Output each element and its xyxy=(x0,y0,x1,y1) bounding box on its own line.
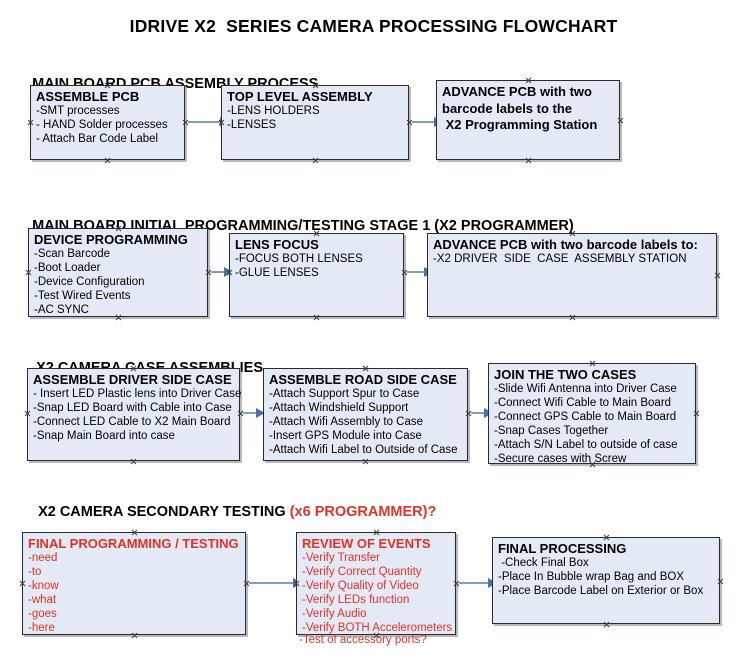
flow-box-final-programming-testing[interactable]: FINAL PROGRAMMING / TESTING -need -to -k… xyxy=(22,532,246,635)
box-line: -Connect LED Cable to X2 Main Board xyxy=(33,416,231,428)
flow-box-assemble-driver-side-case[interactable]: ASSEMBLE DRIVER SIDE CASE - Insert LED P… xyxy=(27,368,242,461)
box-title: FINAL PROCESSING xyxy=(498,541,627,556)
box-line: -Place Barcode Label on Exterior or Box xyxy=(498,585,704,597)
box-title: DEVICE PROGRAMMING xyxy=(34,232,188,247)
box-line: -AC SYNC xyxy=(34,304,89,316)
section-heading-text: X2 CAMERA SECONDARY TESTING xyxy=(38,504,290,520)
box-line: -FOCUS BOTH LENSES xyxy=(235,253,363,265)
page-title: IDRIVE X2 SERIES CAMERA PROCESSING FLOWC… xyxy=(129,16,618,36)
box-line: -Connect GPS Cable to Main Board xyxy=(494,411,677,423)
arrow-lens-focus-to-advance xyxy=(407,267,433,277)
box-line: -Attach Support Spur to Case xyxy=(269,388,420,400)
box-line: -Secure cases with Screw xyxy=(494,453,627,465)
box-title: ADVANCE PCB with two barcode labels to: xyxy=(433,237,698,252)
arrow-final-programming-to-review xyxy=(249,578,302,588)
flow-box-review-of-events[interactable]: REVIEW OF EVENTS -Verify Transfer -Verif… xyxy=(296,532,456,635)
box-line: X2 Programming Station xyxy=(442,117,598,132)
box-line: -Slide Wifi Antenna into Driver Case xyxy=(494,383,677,395)
arrow-road-case-to-join-cases xyxy=(471,408,493,418)
box-line: -Verify Transfer xyxy=(302,552,380,564)
arrow-pcb-to-top-level xyxy=(188,117,229,127)
box-line: -GLUE LENSES xyxy=(235,267,319,279)
box-line: -Snap LED Board with Cable into Case xyxy=(33,402,232,414)
box-title: REVIEW OF EVENTS xyxy=(302,536,431,551)
flow-box-final-processing[interactable]: FINAL PROCESSING -Check Final Box -Place… xyxy=(492,537,720,624)
box-line: barcode labels to the xyxy=(442,100,573,116)
box-line: -Device Configuration xyxy=(34,276,145,288)
box-line: -know xyxy=(28,580,59,592)
box-line: -Test Wired Events xyxy=(34,290,131,302)
box-line: -LENS HOLDERS xyxy=(227,105,320,117)
box-line: -Verify LEDs function xyxy=(302,594,410,606)
box-line: -Attach Wifi Assembly to Case xyxy=(269,416,424,428)
section-heading-accent: (x6 PROGRAMMER)? xyxy=(289,504,437,520)
arrow-review-to-final-processing xyxy=(459,578,497,588)
box-line: -to xyxy=(28,566,42,578)
section-heading-secondary-testing: X2 CAMERA SECONDARY TESTING (x6 PROGRAMM… xyxy=(30,488,436,520)
box-line: -Insert GPS Module into Case xyxy=(269,430,422,442)
box-line: -Verify Quality of Video xyxy=(302,580,419,592)
arrow-driver-case-to-road-case xyxy=(243,408,265,418)
arrow-device-to-lens-focus xyxy=(211,267,233,277)
flow-box-advance-pcb-station[interactable]: ADVANCE PCB with two barcode labels to t… xyxy=(436,80,620,160)
arrow-top-level-to-advance xyxy=(412,117,443,127)
box-line: - Insert LED Plastic lens into Driver Ca… xyxy=(33,388,242,400)
box-line: -Check Final Box xyxy=(498,557,589,569)
flow-box-assemble-road-side-case[interactable]: ASSEMBLE ROAD SIDE CASE -Attach Support … xyxy=(263,368,468,461)
box-title: LENS FOCUS xyxy=(235,237,319,252)
box-title: ASSEMBLE ROAD SIDE CASE xyxy=(269,372,457,387)
box-line: - Attach Bar Code Label xyxy=(36,133,159,145)
box-overflow-line: -Test of accessory ports? xyxy=(299,634,427,646)
box-title: JOIN THE TWO CASES xyxy=(494,367,637,382)
box-line: -here xyxy=(28,622,55,634)
box-line: ADVANCE PCB with two xyxy=(442,84,592,99)
flow-box-top-level-assembly[interactable]: TOP LEVEL ASSEMBLY -LENS HOLDERS -LENSES xyxy=(221,85,409,160)
box-title: ASSEMBLE PCB xyxy=(36,89,140,104)
box-line: - HAND Solder processes xyxy=(36,119,168,131)
box-title: TOP LEVEL ASSEMBLY xyxy=(227,89,373,104)
box-line: -Attach Windshield Support xyxy=(269,402,409,414)
box-title: ASSEMBLE DRIVER SIDE CASE xyxy=(33,372,232,387)
box-line: -Scan Barcode xyxy=(34,248,111,260)
box-line: -SMT processes xyxy=(36,105,120,117)
box-line: -LENSES xyxy=(227,119,277,131)
box-line: -need xyxy=(28,552,58,564)
box-line: -Verify Audio xyxy=(302,608,367,620)
flow-box-assemble-pcb[interactable]: ASSEMBLE PCB -SMT processes - HAND Solde… xyxy=(30,85,185,160)
box-line: -Snap Cases Together xyxy=(494,425,609,437)
flow-box-advance-pcb-driver-side[interactable]: ADVANCE PCB with two barcode labels to: … xyxy=(427,233,717,317)
box-line: -Boot Loader xyxy=(34,262,101,274)
box-line: -Place In Bubble wrap Bag and BOX xyxy=(498,571,685,583)
box-line: -Snap Main Board into case xyxy=(33,430,175,442)
box-line: -Verify BOTH Accelerometers xyxy=(302,622,453,634)
box-line: -Attach Wifi Label to Outside of Case xyxy=(269,444,458,456)
box-title: FINAL PROGRAMMING / TESTING xyxy=(28,536,239,551)
box-line: -Verify Correct Quantity xyxy=(302,566,422,578)
box-line: -Attach S/N Label to outside of case xyxy=(494,439,678,451)
flow-box-join-the-two-cases[interactable]: JOIN THE TWO CASES -Slide Wifi Antenna i… xyxy=(488,363,696,465)
box-line: -goes xyxy=(28,608,57,620)
flow-box-device-programming[interactable]: DEVICE PROGRAMMING -Scan Barcode -Boot L… xyxy=(28,228,208,317)
box-line: -Connect Wifi Cable to Main Board xyxy=(494,397,672,409)
box-line: -X2 DRIVER SIDE CASE ASSEMBLY STATION xyxy=(433,253,687,265)
flow-box-lens-focus[interactable]: LENS FOCUS -FOCUS BOTH LENSES -GLUE LENS… xyxy=(229,233,404,317)
box-line: -what xyxy=(28,594,57,606)
